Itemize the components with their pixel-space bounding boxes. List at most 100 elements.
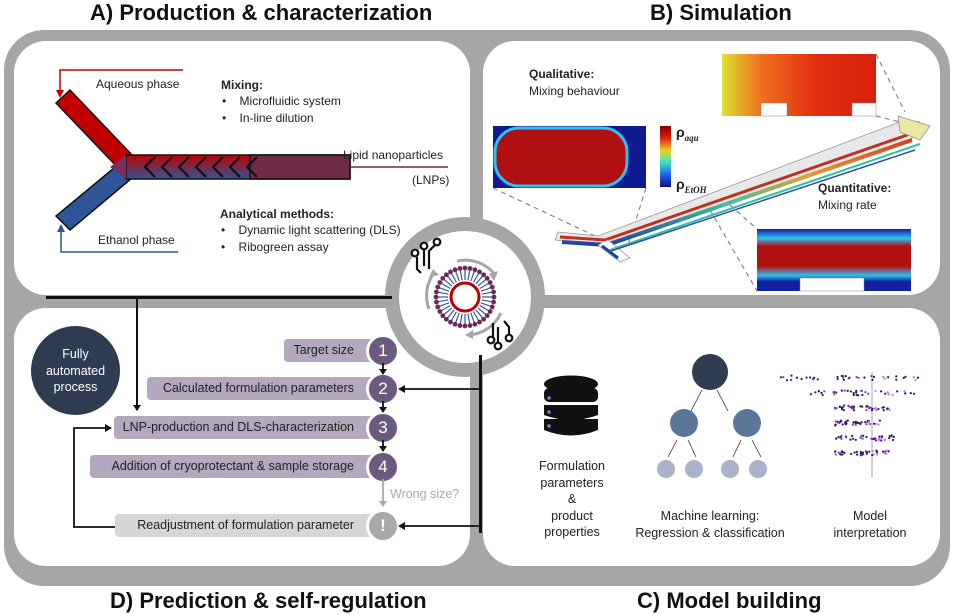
lipid-head — [491, 289, 496, 295]
shap-point — [871, 450, 875, 453]
lipid-tail — [441, 304, 451, 312]
shap-point — [880, 435, 884, 438]
shap-point — [816, 378, 819, 381]
lipid-tail — [472, 311, 480, 321]
shap-point — [882, 409, 885, 412]
ethanol-inlet-arrow — [60, 230, 178, 253]
shap-point — [867, 419, 871, 422]
shap-point — [883, 438, 887, 441]
connector-line — [136, 298, 138, 410]
caption-line: properties — [544, 525, 600, 539]
shap-point — [852, 391, 855, 395]
lipid-head — [457, 266, 463, 271]
shap-point — [785, 379, 789, 382]
shap-point — [850, 405, 854, 408]
shap-point — [904, 392, 907, 395]
shap-point — [904, 375, 907, 378]
shap-point — [841, 453, 844, 456]
microfluidic-chip — [54, 69, 448, 253]
shap-point — [834, 424, 837, 427]
lipid-tail — [480, 287, 491, 292]
shap-point — [795, 376, 799, 379]
lnp-label: Lipid nanoparticles — [343, 148, 444, 162]
section-title-simulation: B) Simulation — [650, 0, 792, 25]
shap-point — [850, 434, 854, 438]
shap-point — [862, 434, 865, 437]
shap-point — [881, 450, 885, 453]
shap-point — [835, 437, 838, 440]
database-caption: Formulation parameters & product propert… — [527, 458, 617, 541]
lipid-head — [467, 323, 473, 328]
lipid-tail — [455, 312, 460, 323]
shap-point — [909, 391, 912, 395]
shap-point — [879, 390, 883, 393]
mixing-item: • In-line dilution — [222, 111, 314, 125]
shap-point — [847, 405, 850, 408]
lipid-tail — [480, 302, 491, 307]
lipid-head — [452, 321, 458, 327]
shap-point — [849, 390, 852, 393]
lipid-tail — [467, 313, 471, 324]
shap-point — [820, 391, 823, 394]
section-title-production: A) Production & characterization — [90, 0, 433, 25]
shap-point — [871, 407, 874, 411]
lipid-head — [462, 265, 468, 271]
shap-point — [800, 377, 803, 381]
lipid-head — [477, 319, 482, 325]
shap-point — [880, 437, 883, 441]
shap-point — [860, 389, 863, 392]
shap-point — [895, 378, 898, 381]
shap-point — [840, 389, 844, 392]
shap-point — [891, 438, 895, 442]
lipid-tail — [443, 307, 453, 315]
shap-point — [865, 405, 868, 408]
lipid-tail — [455, 271, 460, 282]
lipid-head — [489, 304, 495, 310]
lipid-tail — [479, 282, 489, 290]
analytical-heading: Analytical methods: — [220, 207, 335, 221]
mixing-item: • Microfluidic system — [222, 94, 341, 108]
ml-caption: Machine learning: Regression & classific… — [635, 508, 785, 541]
shap-point — [838, 405, 841, 409]
shap-point — [885, 449, 888, 452]
quantitative-heading: Quantitative: — [818, 181, 892, 195]
shap-point — [873, 437, 876, 440]
shap-point — [871, 454, 874, 457]
rho-symbol: ρ — [676, 176, 685, 192]
top-cross-section — [722, 54, 876, 116]
mixing-item-text: In-line dilution — [239, 111, 314, 125]
lipid-head — [472, 321, 478, 327]
lipid-tail — [470, 271, 475, 282]
shap-point — [887, 393, 890, 396]
ethanol-phase-label: Ethanol phase — [98, 233, 175, 247]
shap-point — [812, 378, 815, 381]
shap-point — [878, 419, 882, 422]
qualitative-text: Mixing behaviour — [529, 84, 620, 98]
lipid-tail — [472, 273, 480, 283]
lipid-head — [435, 304, 441, 310]
shap-point — [790, 374, 793, 377]
shap-point — [878, 435, 881, 438]
shap-point — [861, 393, 864, 397]
shap-point — [849, 452, 853, 456]
shap-point — [867, 392, 870, 395]
wrong-size-label: Wrong size? — [390, 487, 460, 501]
shap-point — [877, 423, 880, 426]
lipid-head — [448, 319, 453, 325]
shap-point — [844, 435, 847, 438]
lnp-abbr-label: (LNPs) — [412, 173, 450, 187]
colorbar-bottom-label: ρEtOH — [676, 176, 707, 195]
shap-point — [853, 451, 856, 454]
shap-point — [849, 438, 852, 441]
shap-point — [839, 453, 842, 456]
lipid-tail — [477, 307, 487, 315]
rho-symbol: ρ — [676, 124, 685, 140]
lipid-head — [443, 272, 449, 278]
shap-plot-icon — [779, 372, 920, 478]
interpretation-caption: Model interpretation — [810, 508, 930, 541]
shap-point — [857, 376, 860, 380]
lipid-head — [484, 275, 490, 281]
lipid-tail — [459, 270, 463, 281]
section-title-model-building: C) Model building — [637, 588, 822, 613]
lipid-tail — [481, 291, 492, 295]
